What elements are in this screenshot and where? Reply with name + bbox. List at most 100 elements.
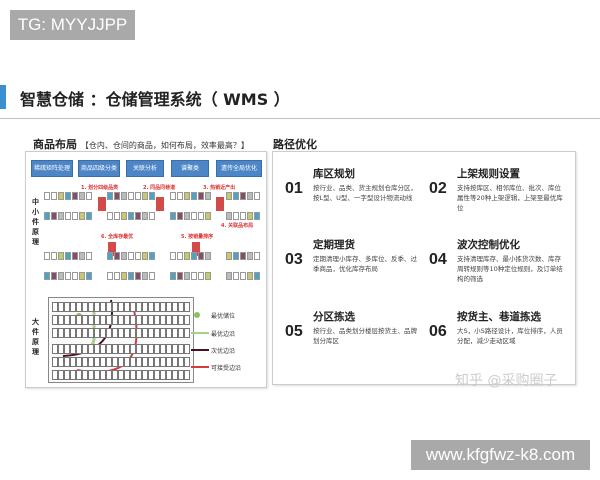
storage-slot: [184, 328, 190, 338]
shelf-cell: [65, 212, 71, 220]
storage-slot: [178, 370, 184, 380]
shelf-cell: [86, 272, 92, 280]
shelf-cell: [58, 272, 64, 280]
shelf-cell: [135, 212, 141, 220]
storage-slot: [88, 328, 94, 338]
storage-slot: [178, 344, 184, 354]
shelf-cell: [205, 212, 211, 220]
shelf-cell: [254, 212, 260, 220]
storage-slot: [172, 357, 178, 367]
shelf-cell: [86, 192, 92, 200]
shelf-cell: [177, 192, 183, 200]
storage-slot: [148, 315, 154, 325]
storage-slot: [124, 344, 130, 354]
storage-slot: [100, 344, 106, 354]
storage-slot: [112, 315, 118, 325]
shelf-cell: [86, 212, 92, 220]
storage-slot: [136, 357, 142, 367]
shelf-cell: [58, 252, 64, 260]
shelf-cell: [205, 272, 211, 280]
shelf-cell: [184, 212, 190, 220]
shelf-cell: [149, 192, 155, 200]
item-title: 上架规则设置: [457, 168, 520, 180]
storage-slot: [118, 370, 124, 380]
arrow-icon: [98, 197, 106, 211]
step-label: 1. 划分四级品类: [81, 185, 119, 191]
shelf-cell: [65, 252, 71, 260]
shelf-cell: [205, 252, 211, 260]
storage-slot: [112, 357, 118, 367]
shelf-cell: [121, 272, 127, 280]
shelf-cell: [233, 252, 239, 260]
storage-slot: [178, 302, 184, 312]
storage-slot: [94, 370, 100, 380]
legend-swatch: [191, 349, 209, 351]
shelf-cell: [107, 252, 113, 260]
storage-slot: [82, 315, 88, 325]
storage-slot: [160, 357, 166, 367]
shelf-cell: [240, 212, 246, 220]
storage-slot: [172, 370, 178, 380]
shelf-cell: [121, 252, 127, 260]
storage-slot: [88, 315, 94, 325]
storage-slot: [112, 302, 118, 312]
shelf-cell: [247, 272, 253, 280]
storage-slot: [58, 302, 64, 312]
shelf-cell: [79, 272, 85, 280]
storage-slot: [94, 328, 100, 338]
shelf-cell: [65, 272, 71, 280]
storage-slot: [160, 302, 166, 312]
storage-slot: [136, 328, 142, 338]
storage-slot: [118, 344, 124, 354]
shelf-cell: [177, 212, 183, 220]
storage-slot: [76, 370, 82, 380]
shelf-cell: [58, 212, 64, 220]
storage-slot: [124, 370, 130, 380]
shelf-cell: [58, 192, 64, 200]
storage-slot: [136, 370, 142, 380]
arrow-icon: [192, 242, 200, 256]
shelf-cell: [79, 212, 85, 220]
storage-slot: [58, 344, 64, 354]
item-desc: 按行业、品类划分楼层按货主、品牌划分库区: [313, 327, 417, 345]
storage-slot: [100, 370, 106, 380]
storage-slot: [70, 302, 76, 312]
storage-slot: [172, 315, 178, 325]
title-accent-bar: [0, 85, 6, 109]
shelf-cell: [135, 272, 141, 280]
method-button: 遗传全局优化: [216, 160, 262, 177]
item-desc: 支持清理库存、最小拣货次数、库存周转规则等10种定位规则，及订单结构的筛选: [457, 255, 563, 283]
storage-slot: [106, 328, 112, 338]
storage-slot: [52, 344, 58, 354]
shelf-cell: [233, 272, 239, 280]
storage-slot: [94, 315, 100, 325]
shelf-cell: [226, 212, 232, 220]
storage-slot: [184, 302, 190, 312]
storage-slot: [124, 328, 130, 338]
step-label: 3. 热销近产出: [203, 185, 236, 191]
storage-slot: [106, 302, 112, 312]
path-heading: 路径优化: [273, 138, 317, 151]
arrow-icon: [216, 197, 224, 211]
shelf-cell: [240, 192, 246, 200]
item-number: 06: [429, 323, 447, 340]
item-title: 波次控制优化: [457, 239, 520, 251]
item-desc: 定期清理小库存、多库位、反季、过季商品，优化库存布局: [313, 255, 417, 273]
storage-slot: [118, 357, 124, 367]
shelf-cell: [226, 272, 232, 280]
shelf-cell: [51, 212, 57, 220]
storage-slot: [94, 357, 100, 367]
legend-label: 最优储位: [211, 313, 236, 320]
watermark-bottom: www.kfgfwz-k8.com: [411, 440, 590, 470]
shelf-cell: [79, 252, 85, 260]
shelf-cell: [128, 252, 134, 260]
storage-slot: [64, 302, 70, 312]
shelf-cell: [254, 192, 260, 200]
storage-slot: [64, 315, 70, 325]
shelf-cell: [149, 252, 155, 260]
storage-slot: [130, 315, 136, 325]
storage-slot: [88, 344, 94, 354]
shelf-cell: [142, 192, 148, 200]
storage-slot: [166, 357, 172, 367]
storage-slot: [160, 370, 166, 380]
